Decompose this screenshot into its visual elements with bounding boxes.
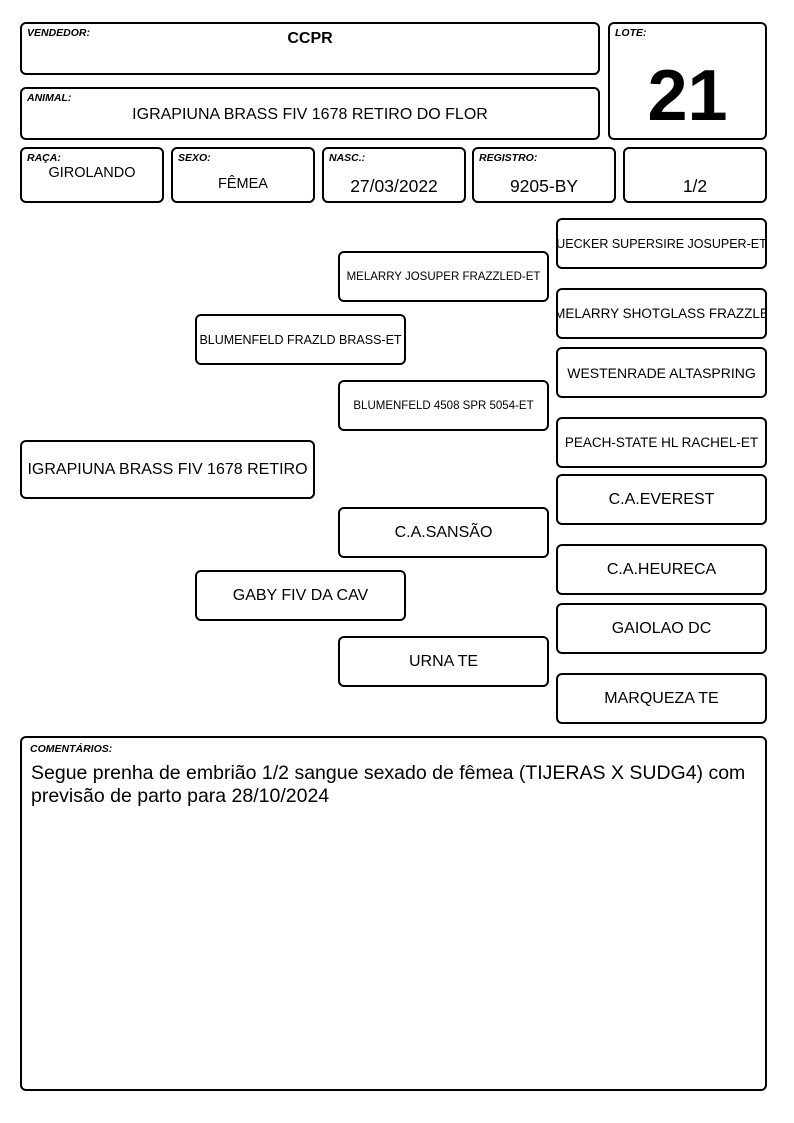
animal-label: ANIMAL: xyxy=(27,92,72,104)
vendedor-label: VENDEDOR: xyxy=(27,27,91,39)
raca-value: GIROLANDO xyxy=(48,165,136,181)
sexo-value: FÊMEA xyxy=(218,176,268,192)
pedigree-sire-sire: MELARRY JOSUPER FRAZZLED-ET xyxy=(338,251,549,302)
lote-value: 21 xyxy=(647,56,728,136)
vendedor-value: CCPR xyxy=(287,30,333,47)
pedigree-dds: GAIOLAO DC xyxy=(556,603,767,654)
raca-label: RAÇA: xyxy=(27,152,61,164)
sexo-label: SEXO: xyxy=(178,152,211,164)
pedigree-ddd: MARQUEZA TE xyxy=(556,673,767,724)
pedigree-dsd: C.A.HEURECA xyxy=(556,544,767,595)
grau-sangue-value: 1/2 xyxy=(682,176,708,196)
pedigree-sdd: PEACH-STATE HL RACHEL-ET xyxy=(556,417,767,468)
pedigree-sire: BLUMENFELD FRAZLD BRASS-ET xyxy=(195,314,406,365)
pedigree-dss: C.A.EVEREST xyxy=(556,474,767,525)
vendedor-box: VENDEDOR: CCPR xyxy=(20,22,600,75)
animal-box: ANIMAL: IGRAPIUNA BRASS FIV 1678 RETIRO … xyxy=(20,87,600,140)
pedigree-ssd: MELARRY SHOTGLASS FRAZZLE xyxy=(556,288,767,339)
pedigree-dam: GABY FIV DA CAV xyxy=(195,570,406,621)
pedigree-sds: WESTENRADE ALTASPRING xyxy=(556,347,767,398)
sexo-box: SEXO: FÊMEA xyxy=(171,147,315,203)
comentarios-box: COMENTÁRIOS: Segue prenha de embrião 1/2… xyxy=(20,736,767,1091)
nasc-label: NASC.: xyxy=(329,152,366,164)
registro-box: REGISTRO: 9205-BY xyxy=(472,147,616,203)
pedigree-sss: UECKER SUPERSIRE JOSUPER-ET xyxy=(556,218,767,269)
registro-value: 9205-BY xyxy=(509,176,579,196)
raca-box: RAÇA: GIROLANDO xyxy=(20,147,164,203)
pedigree-animal: IGRAPIUNA BRASS FIV 1678 RETIRO xyxy=(20,440,315,499)
nasc-box: NASC.: 27/03/2022 xyxy=(322,147,466,203)
pedigree-dam-dam: URNA TE xyxy=(338,636,549,687)
comentarios-text: Segue prenha de embrião 1/2 sangue sexad… xyxy=(31,762,746,807)
lote-label: LOTE: xyxy=(615,27,647,39)
animal-value: IGRAPIUNA BRASS FIV 1678 RETIRO DO FLOR xyxy=(132,106,488,123)
pedigree-dam-sire: C.A.SANSÃO xyxy=(338,507,549,558)
grau-sangue-box: 1/2 xyxy=(623,147,767,203)
nasc-value: 27/03/2022 xyxy=(350,176,438,196)
lote-box: LOTE: 21 xyxy=(608,22,767,140)
registro-label: REGISTRO: xyxy=(479,152,538,164)
pedigree-sire-dam: BLUMENFELD 4508 SPR 5054-ET xyxy=(338,380,549,431)
comentarios-label: COMENTÁRIOS: xyxy=(30,743,113,755)
